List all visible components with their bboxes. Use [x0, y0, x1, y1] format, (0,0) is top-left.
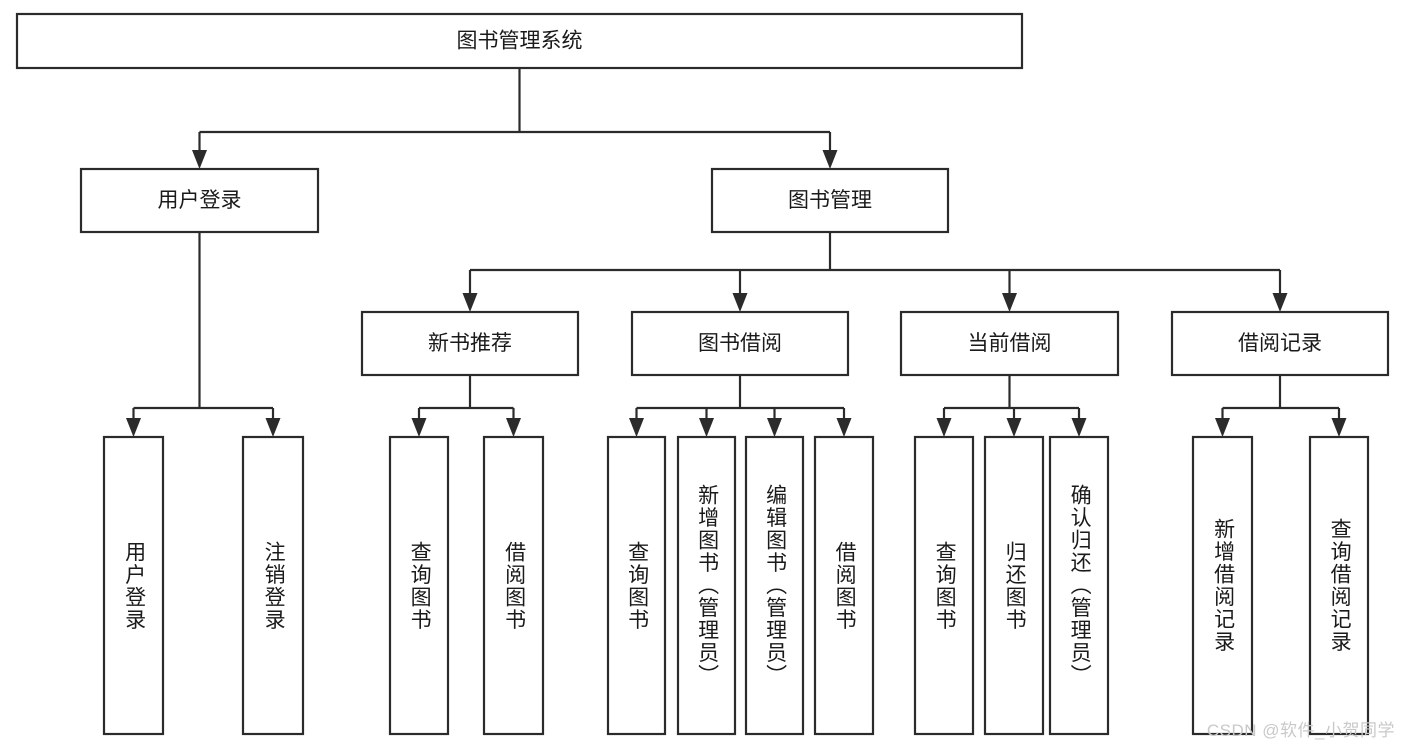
node-leaf-confirm-return-admin-label: 确认归还（管理员）: [1068, 484, 1092, 687]
node-leaf-edit-book-admin-label: 编辑图书（管理员）: [763, 484, 787, 687]
node-new-book-recommend[interactable]: [360, 310, 580, 377]
arrow-head-icon-leaf-user-login: [126, 418, 141, 437]
arrow-head-icon-leaf-add-book-admin: [699, 418, 714, 437]
arrow-head-icon-leaf-edit-book-admin: [767, 418, 782, 437]
node-leaf-user-login-label: 用户登录: [122, 540, 146, 631]
arrow-head-icon-book-borrow: [732, 293, 748, 312]
node-leaf-logout-login[interactable]: [241, 435, 305, 736]
node-user-login-label: 用户登录: [158, 189, 242, 212]
node-leaf-query-borrow-record-label: 查询借阅记录: [1328, 518, 1352, 653]
node-new-book-recommend-label: 新书推荐: [428, 332, 512, 355]
node-leaf-edit-book-admin[interactable]: [744, 435, 805, 736]
arrow-head-icon-current-borrow: [1002, 293, 1017, 312]
node-current-borrow[interactable]: [899, 310, 1120, 377]
arrow-head-icon-leaf-add-borrow-record: [1215, 418, 1230, 437]
arrow-head-icon-leaf-query-book-3: [936, 418, 952, 437]
node-root-图书管理系统[interactable]: [15, 12, 1024, 70]
node-book-borrow[interactable]: [630, 310, 850, 377]
boxes-layer: [15, 12, 1390, 736]
node-leaf-logout-login-label: 注销登录: [262, 540, 286, 631]
node-leaf-query-book-3-label: 查询图书: [933, 540, 957, 631]
arrow-head-icon-leaf-confirm-return-admin: [1071, 418, 1087, 437]
node-leaf-query-book-1-label: 查询图书: [408, 540, 432, 631]
node-book-manage-label: 图书管理: [788, 189, 872, 212]
node-leaf-borrow-book-1[interactable]: [482, 435, 545, 736]
arrow-head-icon-leaf-query-borrow-record: [1331, 418, 1347, 437]
node-current-borrow-label: 当前借阅: [968, 332, 1052, 355]
arrow-head-icon-leaf-borrow-book-1: [506, 418, 521, 437]
node-book-borrow-label: 图书借阅: [698, 332, 782, 355]
arrow-head-icon-leaf-return-book: [1006, 418, 1022, 437]
node-leaf-add-book-admin[interactable]: [676, 435, 737, 736]
node-root-图书管理系统-label: 图书管理系统: [457, 30, 583, 53]
arrow-head-icon-user-login: [192, 150, 207, 169]
node-leaf-query-book-2-label: 查询图书: [625, 540, 649, 631]
node-leaf-query-book-1[interactable]: [388, 435, 450, 736]
node-leaf-borrow-book-2[interactable]: [813, 435, 875, 736]
connectors-layer: [126, 68, 1347, 437]
node-leaf-add-book-admin-label: 新增图书（管理员）: [695, 484, 719, 687]
node-leaf-borrow-book-2-label: 借阅图书: [833, 540, 857, 631]
node-leaf-add-borrow-record[interactable]: [1191, 435, 1254, 736]
node-leaf-borrow-book-1-label: 借阅图书: [502, 540, 526, 631]
node-leaf-query-book-2[interactable]: [606, 435, 667, 736]
arrow-head-icon-book-manage: [822, 150, 838, 169]
node-leaf-return-book[interactable]: [983, 435, 1045, 736]
node-leaf-user-login[interactable]: [102, 435, 165, 736]
node-borrow-record[interactable]: [1170, 310, 1390, 377]
arrow-head-icon-borrow-record: [1272, 293, 1288, 312]
node-borrow-record-label: 借阅记录: [1238, 332, 1322, 355]
watermark-text: CSDN @软件_小贺同学: [1206, 721, 1395, 740]
node-user-login[interactable]: [79, 167, 320, 234]
node-leaf-query-borrow-record[interactable]: [1308, 435, 1370, 736]
arrow-head-icon-leaf-borrow-book-2: [836, 418, 852, 437]
node-book-manage[interactable]: [710, 167, 950, 234]
arrow-head-icon-leaf-logout-login: [265, 418, 281, 437]
arrow-head-icon-new-book-recommend: [462, 293, 478, 312]
node-leaf-return-book-label: 归还图书: [1003, 540, 1027, 631]
node-leaf-add-borrow-record-label: 新增借阅记录: [1211, 518, 1235, 653]
node-leaf-query-book-3[interactable]: [913, 435, 975, 736]
arrow-head-icon-leaf-query-book-2: [629, 418, 644, 437]
node-leaf-confirm-return-admin[interactable]: [1048, 435, 1110, 736]
arrow-head-icon-leaf-query-book-1: [411, 418, 427, 437]
